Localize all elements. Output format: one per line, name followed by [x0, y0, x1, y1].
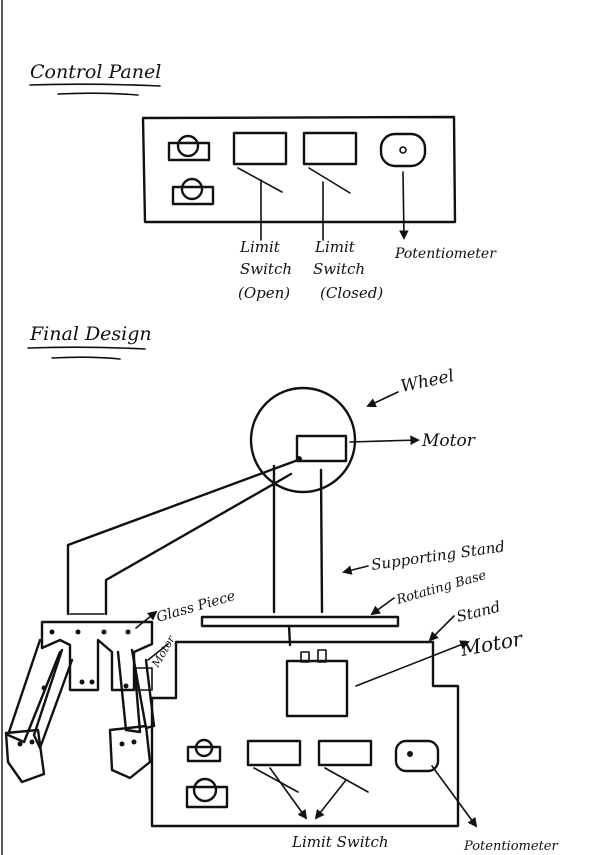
supporting-stand [321, 470, 322, 612]
leader-arrow [403, 172, 404, 238]
final-design-heading: Final Design [29, 323, 152, 345]
push-button [188, 740, 220, 761]
limit-switch-closed [304, 133, 356, 164]
heading-underline [30, 84, 160, 86]
arrow-supporting-stand [344, 566, 368, 572]
label-wheel: Wheel [399, 366, 456, 397]
potentiometer-knob [400, 147, 406, 153]
switch-lever [238, 168, 282, 192]
push-button [187, 779, 227, 807]
arrow-top-motor [350, 440, 418, 442]
top-motor [297, 436, 346, 461]
arrow-wheel [368, 392, 398, 406]
label-potentiometer: Potentiometer [463, 839, 558, 854]
arrow-potentiometer [432, 766, 476, 826]
heading-underline [58, 93, 138, 95]
arrow-limit-switch [270, 768, 306, 818]
arrow-rotating-base [372, 598, 394, 614]
label-glass-piece: Glass Piece [155, 588, 237, 626]
gripper [6, 622, 154, 782]
control-panel-heading: Control Panel [30, 61, 161, 83]
arrow-stand [430, 616, 454, 640]
label-stand: Stand [455, 598, 503, 626]
heading-underline [52, 357, 120, 359]
label-base-motor: Motor [458, 626, 526, 661]
control-panel-box [143, 117, 455, 222]
label-gripper-motor: Motor [149, 633, 178, 671]
arrow-base-motor [356, 642, 468, 686]
switch-lever [309, 168, 350, 193]
push-button [173, 179, 213, 204]
label-supporting-stand: Supporting Stand [370, 537, 506, 574]
label-limit-switch-open: Limit Switch (Open) [238, 238, 297, 302]
label-rotating-base: Rotating Base [394, 568, 488, 608]
heading-underline [28, 347, 145, 349]
gripper-arm [106, 474, 291, 614]
label-potentiometer: Potentiometer [394, 246, 497, 262]
push-button [169, 136, 209, 160]
rotating-base [202, 617, 398, 626]
arrow-limit-switch [316, 780, 346, 818]
label-top-motor: Motor [421, 431, 476, 451]
control-panel-section: Control Panel Limit Switch (Open) [30, 61, 497, 302]
base-motor [287, 661, 347, 716]
potentiometer-knob [407, 751, 413, 757]
potentiometer [381, 134, 425, 166]
limit-switch [319, 741, 371, 765]
limit-switch-open [234, 133, 286, 164]
label-limit-switch-closed: Limit Switch (Closed) [313, 238, 383, 302]
limit-switch [248, 741, 300, 765]
switch-lever [254, 768, 298, 792]
final-design-section: Final Design [6, 323, 558, 854]
label-limit-switch: Limit Switch [291, 833, 389, 851]
wheel [251, 388, 355, 492]
